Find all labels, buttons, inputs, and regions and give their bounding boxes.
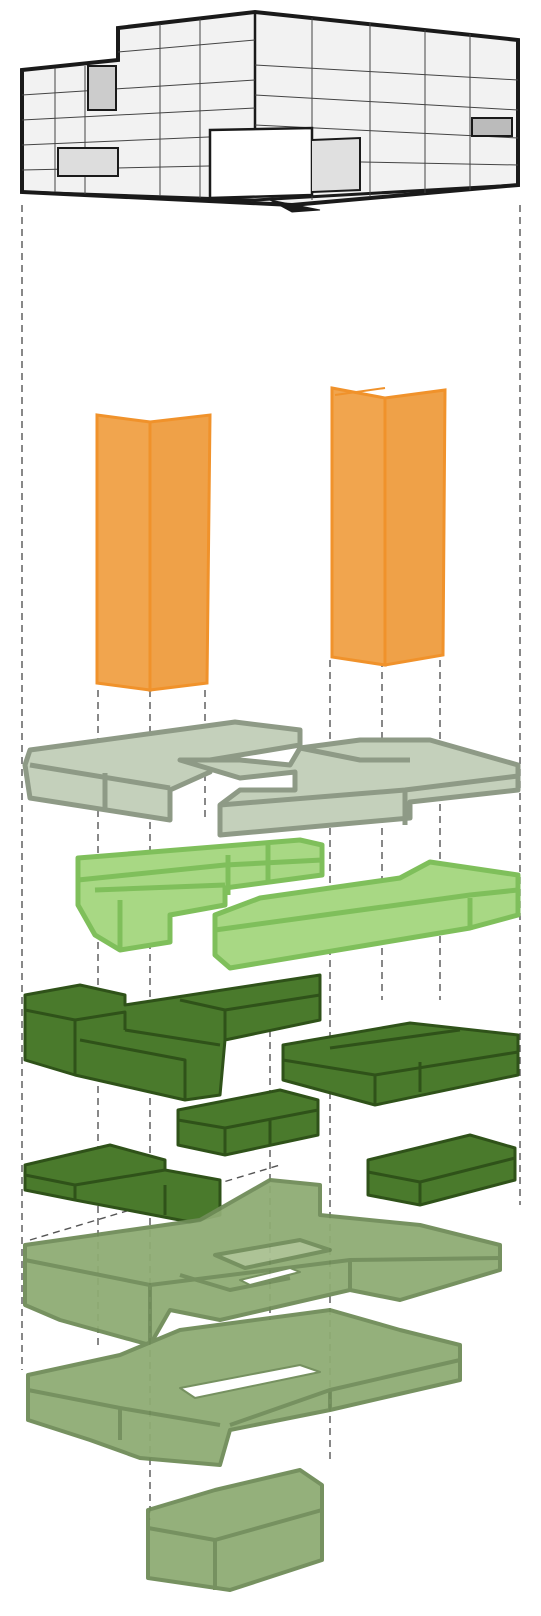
building-envelope: [22, 12, 518, 212]
level-d-slab: [25, 1180, 500, 1590]
core-right: [332, 388, 445, 665]
level-a-slab: [25, 722, 518, 835]
level-b-slab: [78, 840, 518, 968]
core-towers: [97, 388, 445, 690]
core-left: [97, 415, 210, 690]
